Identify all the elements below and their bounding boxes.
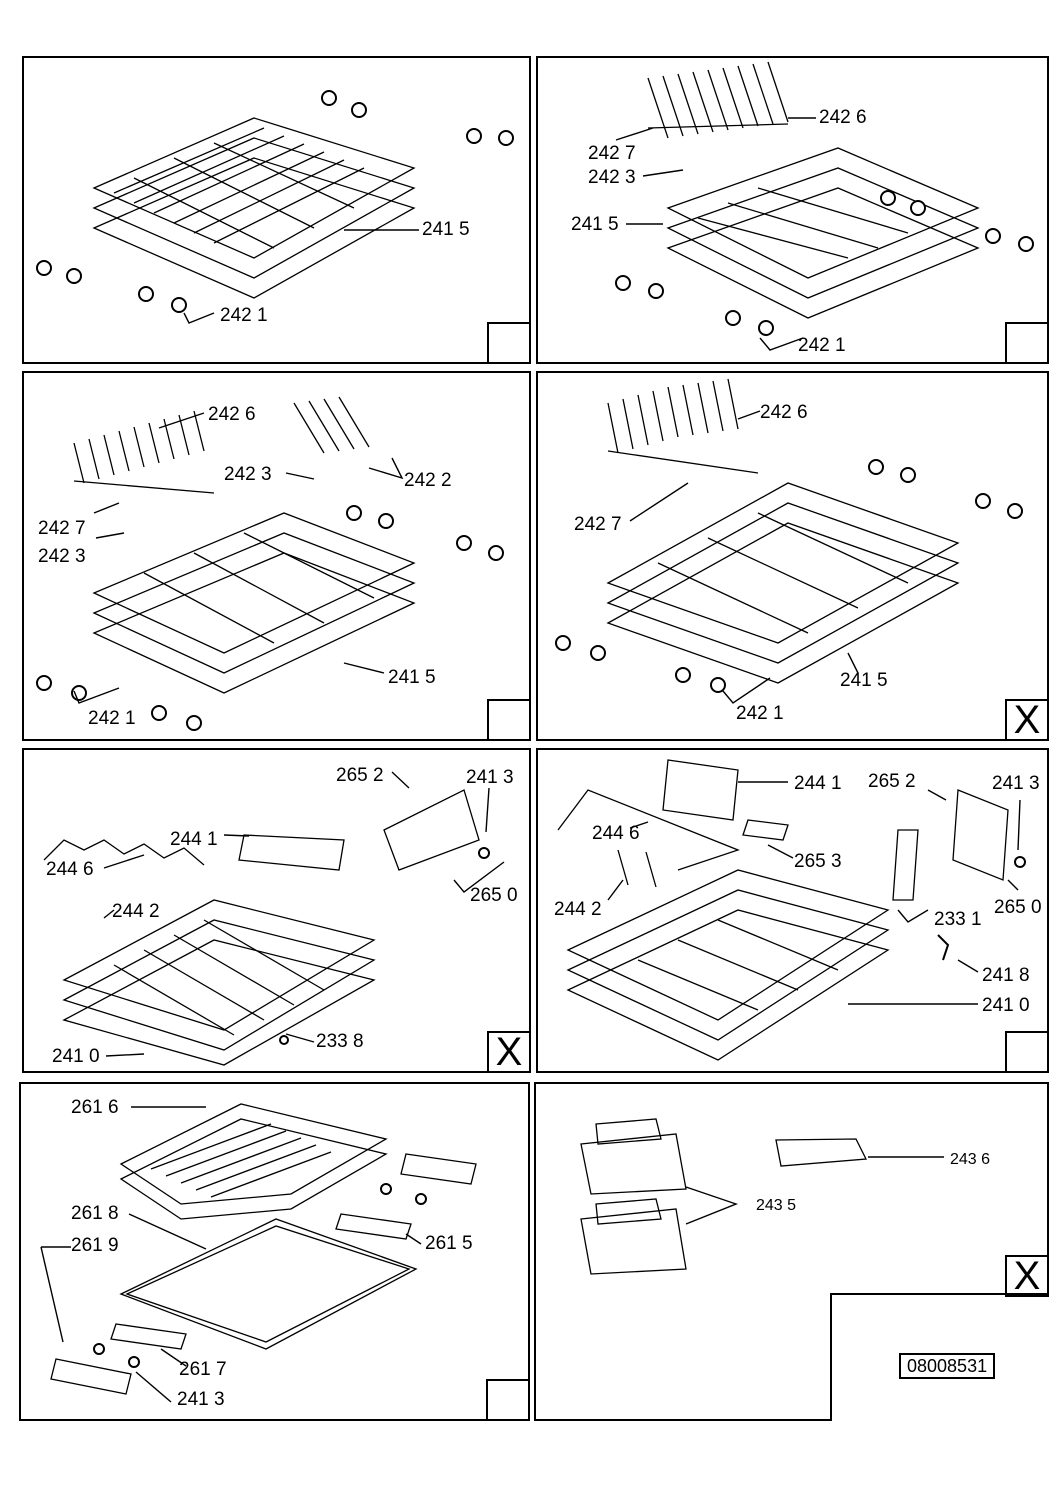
- corner-marker: X: [1005, 699, 1049, 741]
- basket-illustration: [36, 90, 514, 324]
- panel-upper-basket-4: 242 6 242 7 241 5 242 1 X: [536, 371, 1049, 741]
- basket-illustration: [580, 1118, 944, 1275]
- label-265-2: 265 2: [868, 771, 916, 792]
- panel-8-step: [830, 1293, 1049, 1295]
- label-242-1: 242 1: [798, 335, 846, 356]
- label-244-6: 244 6: [592, 823, 640, 844]
- label-242-1: 242 1: [220, 305, 268, 326]
- label-243-6: 243 6: [950, 1151, 991, 1168]
- label-243-5: 243 5: [756, 1197, 797, 1214]
- label-265-0: 265 0: [994, 897, 1042, 918]
- label-261-7: 261 7: [179, 1359, 227, 1380]
- basket-illustration: [615, 61, 1034, 351]
- panel-cutlery-basket: 243 6 243 5 X: [534, 1082, 1049, 1297]
- label-233-1: 233 1: [934, 909, 982, 930]
- tray-illustration: [40, 1103, 477, 1403]
- label-242-7: 242 7: [588, 143, 636, 164]
- label-242-7: 242 7: [38, 518, 86, 539]
- label-241-8: 241 8: [982, 965, 1030, 986]
- corner-marker: [1005, 322, 1049, 364]
- panel-upper-basket-2: 242 6 242 7 242 3 241 5 242 1: [536, 56, 1049, 364]
- label-244-1: 244 1: [170, 829, 218, 850]
- corner-marker: [1005, 1031, 1049, 1073]
- label-241-5: 241 5: [422, 219, 470, 240]
- label-242-3: 242 3: [38, 546, 86, 567]
- panel-lower-basket-2: 244 1 265 2 241 3 244 6 265 3 244 2 233 …: [536, 748, 1049, 1073]
- label-261-9: 261 9: [71, 1235, 119, 1256]
- label-261-5: 261 5: [425, 1233, 473, 1254]
- panel-upper-basket-3: 242 6 242 3 242 2 242 7 242 3 241 5 242 …: [22, 371, 531, 741]
- label-242-1: 242 1: [88, 708, 136, 729]
- corner-marker: [487, 699, 531, 741]
- panel-upper-basket-1: 242 1 241 5: [22, 56, 531, 364]
- label-241-3: 241 3: [466, 767, 514, 788]
- panel-8-lower-left: [534, 1293, 832, 1421]
- label-242-6: 242 6: [760, 402, 808, 423]
- label-261-6: 261 6: [71, 1097, 119, 1118]
- label-242-3: 242 3: [224, 464, 272, 485]
- label-241-5: 241 5: [571, 214, 619, 235]
- label-242-1: 242 1: [736, 703, 784, 724]
- label-244-6: 244 6: [46, 859, 94, 880]
- label-244-2: 244 2: [112, 901, 160, 922]
- label-241-3: 241 3: [177, 1389, 225, 1410]
- label-241-5: 241 5: [388, 667, 436, 688]
- basket-illustration: [557, 759, 1026, 1061]
- label-242-2: 242 2: [404, 470, 452, 491]
- label-261-8: 261 8: [71, 1203, 119, 1224]
- basket-illustration: [43, 771, 505, 1066]
- label-241-0: 241 0: [982, 995, 1030, 1016]
- label-242-7: 242 7: [574, 514, 622, 535]
- label-244-1: 244 1: [794, 773, 842, 794]
- corner-marker: [486, 1379, 530, 1421]
- basket-illustration: [555, 378, 1023, 704]
- corner-marker: [487, 322, 531, 364]
- corner-marker: X: [1005, 1255, 1049, 1297]
- panel-lower-basket-1: 265 2 241 3 244 1 244 6 265 0 244 2 233 …: [22, 748, 531, 1073]
- label-242-6: 242 6: [819, 107, 867, 128]
- label-242-6: 242 6: [208, 404, 256, 425]
- basket-illustration: [36, 396, 504, 731]
- label-241-0: 241 0: [52, 1046, 100, 1067]
- document-code: 08008531: [899, 1353, 996, 1379]
- label-244-2: 244 2: [554, 899, 602, 920]
- corner-marker: X: [487, 1031, 531, 1073]
- label-265-0: 265 0: [470, 885, 518, 906]
- label-241-5: 241 5: [840, 670, 888, 691]
- label-265-2: 265 2: [336, 765, 384, 786]
- label-242-3: 242 3: [588, 167, 636, 188]
- label-241-3: 241 3: [992, 773, 1040, 794]
- label-265-3: 265 3: [794, 851, 842, 872]
- panel-cutlery-tray: 261 6 261 8 261 9 261 5 261 7 241 3: [19, 1082, 530, 1421]
- label-233-8: 233 8: [316, 1031, 364, 1052]
